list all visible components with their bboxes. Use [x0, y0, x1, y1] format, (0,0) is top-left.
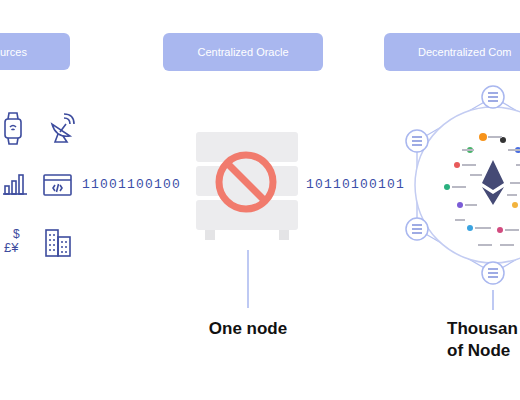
- building-icon: [46, 230, 58, 256]
- logo: [467, 225, 473, 231]
- code-glyph: [44, 180, 71, 192]
- server-foot: [279, 230, 289, 240]
- network-hub: [415, 107, 520, 263]
- currency-symbol: £¥: [4, 240, 28, 257]
- prohibition-slash: [227, 163, 265, 201]
- building-windows: [49, 235, 67, 252]
- logo: [454, 162, 460, 168]
- node-count: One node: [188, 318, 308, 340]
- logo: [457, 202, 463, 208]
- prohibition-sign: [219, 155, 273, 209]
- source-icons: [3, 113, 74, 256]
- binary-stream: 11001100100: [82, 177, 192, 194]
- code-window-icon: [44, 175, 71, 195]
- header-text: urces: [0, 46, 27, 58]
- logo: [512, 202, 518, 208]
- watch-icon: [5, 119, 21, 138]
- binary-stream: 10110100101: [306, 177, 416, 194]
- dish-waves: [55, 114, 74, 142]
- column-header: Centralized Oracle: [163, 33, 323, 71]
- ethereum-logo: [482, 160, 504, 205]
- chart-bar: [12, 181, 16, 194]
- logo: [444, 184, 450, 190]
- server-stack: [196, 132, 298, 240]
- building-icon: [58, 237, 70, 256]
- header-text: Centralized Oracle: [197, 46, 288, 58]
- chart-bar: [5, 186, 9, 194]
- header-text: Decentralized Com: [418, 46, 512, 58]
- logo-wordmark: [452, 137, 520, 245]
- leader-line: [492, 290, 494, 310]
- column-header: Decentralized Com: [384, 33, 520, 71]
- column-header: urces: [0, 33, 70, 70]
- logo: [479, 133, 487, 141]
- node-network: [406, 86, 520, 284]
- chart-bar: [19, 175, 23, 194]
- member-logos: [444, 133, 520, 245]
- node-server-glyph: [412, 93, 498, 277]
- watch-strap: [8, 113, 18, 144]
- logo: [497, 227, 503, 233]
- network-nodes: [406, 86, 520, 284]
- watch-signal: [10, 126, 16, 131]
- server-foot: [205, 230, 215, 240]
- node-count: Thousan of Node: [447, 318, 520, 362]
- leader-line: [247, 250, 249, 308]
